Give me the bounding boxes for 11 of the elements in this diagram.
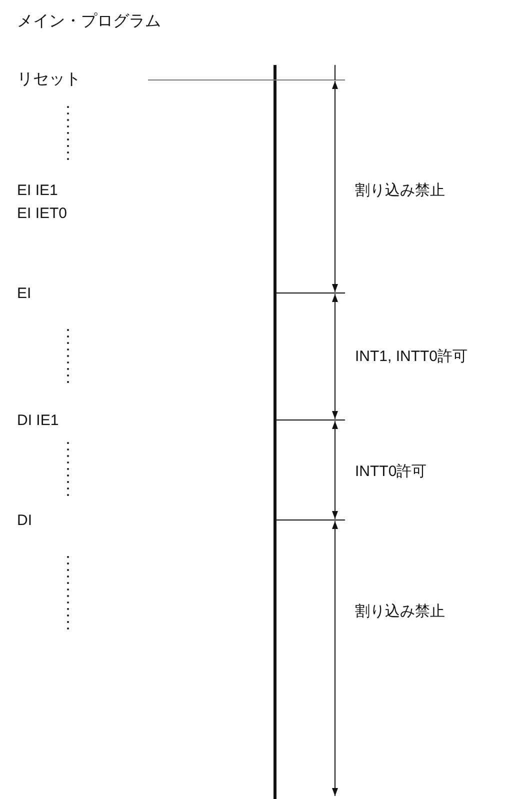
instruction-label: EI IE1 — [17, 181, 58, 200]
instruction-label: EI IET0 — [17, 204, 68, 223]
period-label: INTT0許可 — [355, 462, 427, 481]
step-label: リセット — [17, 70, 81, 90]
period-label: INT1, INTT0許可 — [355, 347, 468, 366]
instruction-label: DI IE1 — [17, 411, 59, 430]
instruction-label: DI — [17, 511, 32, 530]
period-label: 割り込み禁止 — [355, 602, 445, 621]
period-label: 割り込み禁止 — [355, 181, 445, 200]
instruction-label: EI — [17, 284, 32, 303]
diagram-title: メイン・プログラム — [17, 12, 161, 32]
